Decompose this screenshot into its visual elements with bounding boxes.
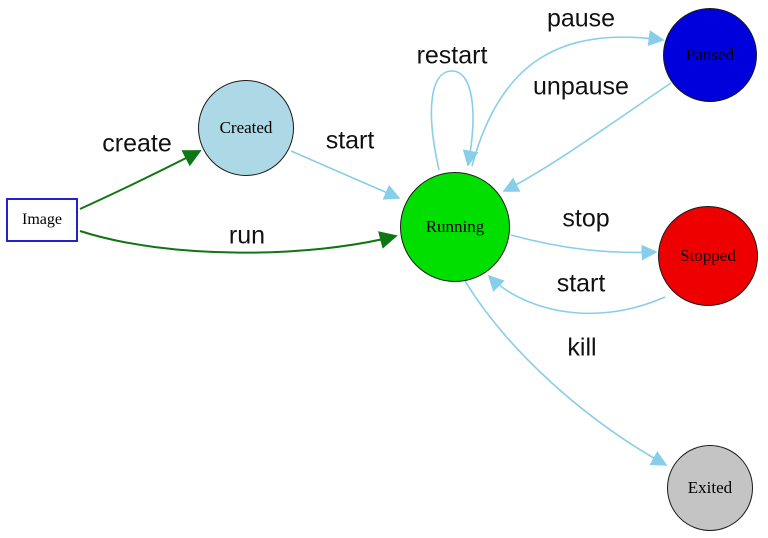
edge-label-restart: restart <box>416 41 488 70</box>
node-created: Created <box>198 80 294 176</box>
edge-label-pause: pause <box>546 4 616 33</box>
node-stopped: Stopped <box>658 206 758 306</box>
edge-label-create: create <box>102 129 172 158</box>
edge-unpause-arrow <box>502 82 672 192</box>
edge-label-start-created-running: start <box>325 126 375 155</box>
edge-label-unpause: unpause <box>533 72 629 101</box>
node-paused: Paused <box>663 8 757 102</box>
edge-stop-arrow <box>510 234 658 261</box>
node-image-label: Image <box>22 211 62 228</box>
node-image: Image <box>6 198 78 242</box>
edge-label-stop: stop <box>562 204 610 233</box>
edge-pause-arrow <box>471 30 665 167</box>
node-created-label: Created <box>219 118 273 137</box>
node-exited: Exited <box>667 445 753 531</box>
edge-restart-selfloop-arrow <box>430 70 479 171</box>
edge-run-arrow <box>79 230 398 254</box>
edge-label-start-stopped-running: start <box>556 269 606 298</box>
node-paused-label: Paused <box>685 45 735 64</box>
edge-label-kill: kill <box>567 333 597 362</box>
node-running: Running <box>400 172 510 282</box>
edge-start-stopped-running-arrow <box>487 274 666 315</box>
edge-create-arrow <box>79 150 202 210</box>
edge-label-run: run <box>228 221 266 250</box>
edge-kill-arrow <box>464 280 668 466</box>
node-stopped-label: Stopped <box>680 246 736 265</box>
node-running-label: Running <box>425 217 485 236</box>
edge-start-created-running-arrow <box>290 150 401 200</box>
node-exited-label: Exited <box>687 478 733 497</box>
